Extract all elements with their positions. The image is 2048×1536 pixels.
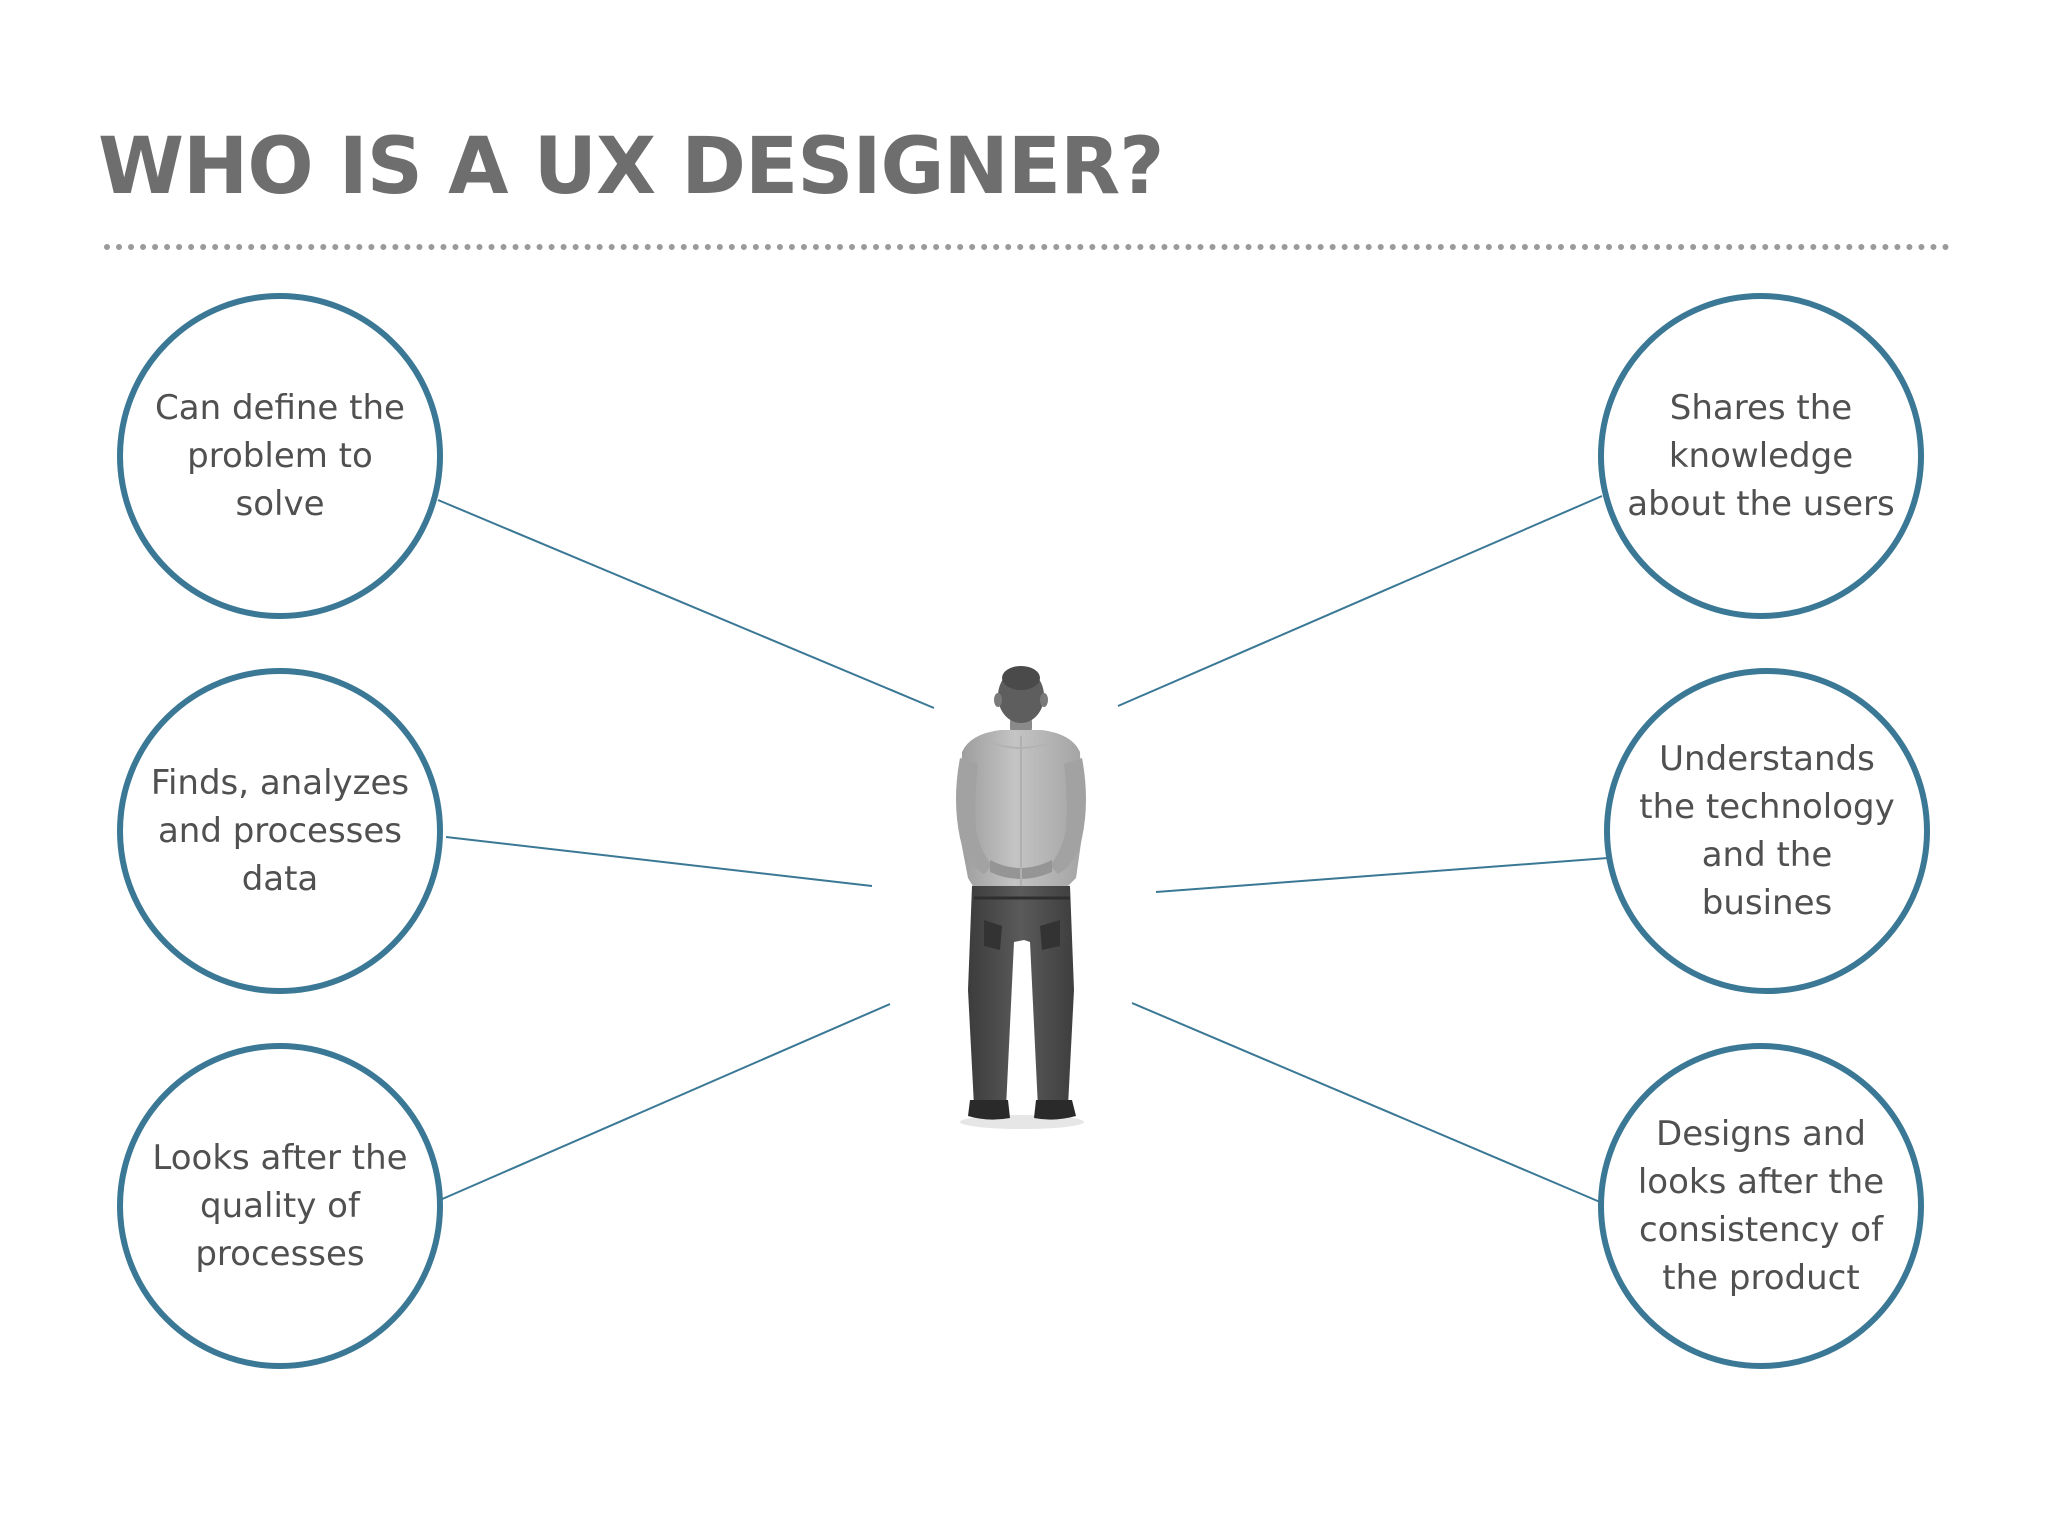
bubble-label: Looks after the quality of processes bbox=[152, 1138, 408, 1274]
standing-man-icon bbox=[956, 666, 1086, 1129]
bubble-design-consistency: Designs and looks after the consistency … bbox=[1598, 1043, 1924, 1369]
connector-analyze-data bbox=[445, 836, 873, 887]
connector-define-problem bbox=[437, 499, 935, 709]
bubble-label: Understands the technology and the busin… bbox=[1639, 739, 1895, 923]
connector-share-knowledge bbox=[1117, 495, 1603, 707]
connector-technology-business bbox=[1155, 857, 1609, 893]
connector-design-consistency bbox=[1131, 1002, 1601, 1203]
dotted-divider bbox=[104, 244, 1950, 250]
bubble-label: Designs and looks after the consistency … bbox=[1637, 1114, 1885, 1298]
bubble-quality-processes: Looks after the quality of processes bbox=[117, 1043, 443, 1369]
bubble-technology-business: Understands the technology and the busin… bbox=[1604, 668, 1930, 994]
bubble-label: Can define the problem to solve bbox=[155, 388, 405, 524]
bubble-label: Shares the knowledge about the users bbox=[1627, 388, 1895, 524]
bubble-share-knowledge: Shares the knowledge about the users bbox=[1598, 293, 1924, 619]
slide-title: WHO IS A UX DESIGNER? bbox=[98, 122, 1164, 212]
bubble-label: Finds, analyzes and processes data bbox=[150, 763, 410, 899]
bubble-analyze-data: Finds, analyzes and processes data bbox=[117, 668, 443, 994]
connector-quality-processes bbox=[439, 1003, 891, 1201]
bubble-define-problem: Can define the problem to solve bbox=[117, 293, 443, 619]
